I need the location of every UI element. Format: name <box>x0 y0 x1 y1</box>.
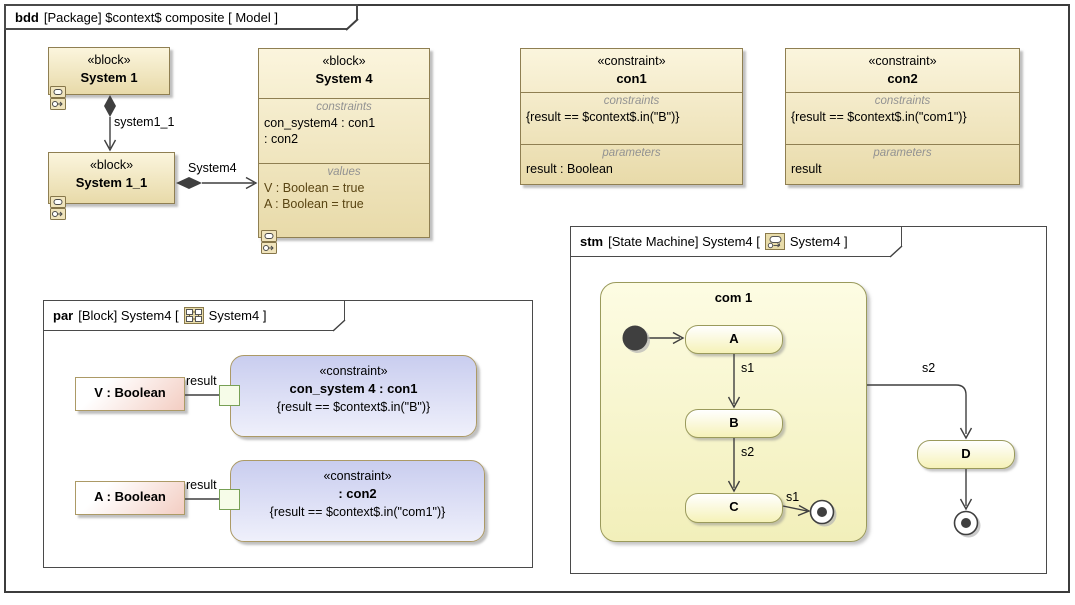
part-label: V : Boolean <box>94 385 166 400</box>
stm-frame-context: System4 ] <box>789 234 848 249</box>
block-name: System 1_1 <box>75 175 148 190</box>
parameter-text: result : Boolean <box>526 162 613 176</box>
parameter-port-result-2[interactable] <box>219 489 240 510</box>
state-d[interactable]: D <box>917 440 1015 469</box>
compartment-label: parameters <box>873 147 932 159</box>
transition-label-s1-c-final[interactable]: s1 <box>786 490 800 504</box>
block-system1-1[interactable]: «block» System 1_1 <box>48 152 175 204</box>
diagram-shortcut-icon <box>50 208 66 220</box>
binding-label-result-1[interactable]: result <box>186 374 217 388</box>
state-name: B <box>729 415 739 430</box>
parametric-diagram-icon <box>184 307 204 324</box>
block-name: con1 <box>616 71 647 86</box>
constraint-expression: {result == $context$.in("com1")} <box>269 505 446 519</box>
parameters-compartment: parameters result : Boolean <box>521 144 742 188</box>
compartment-label: parameters <box>602 147 661 159</box>
part-a-boolean[interactable]: A : Boolean <box>75 481 185 515</box>
constraint-property-text: : con2 <box>264 132 299 146</box>
block-stereotype: «block» <box>89 158 134 172</box>
constraint-name: : con2 <box>338 486 377 501</box>
parameters-compartment: parameters result <box>786 144 1019 188</box>
stm-frame-title: [State Machine] System4 [ <box>608 234 760 249</box>
statemachine-diagram-icon <box>765 233 785 250</box>
system4-diagram-icons[interactable] <box>261 230 277 254</box>
statemachine-shortcut-icon <box>50 86 66 98</box>
diagram-shortcut-icon <box>50 98 66 110</box>
value-property-text: V : Boolean = true <box>264 181 365 195</box>
constraint-expression: {result == $context$.in("B")} <box>276 400 431 414</box>
state-name: com 1 <box>714 290 753 305</box>
bdd-frame-kind: bdd <box>15 9 39 25</box>
constraint-property-con-system4[interactable]: «constraint» con_system 4 : con1 {result… <box>230 355 477 437</box>
bdd-frame <box>4 4 1070 593</box>
association-label-system4[interactable]: System4 <box>188 161 237 175</box>
transition-label-s1-a-b[interactable]: s1 <box>741 361 755 375</box>
compartment-label: values <box>327 166 361 178</box>
state-name: D <box>961 446 971 461</box>
diagram-shortcut-icon <box>261 242 277 254</box>
part-v-boolean[interactable]: V : Boolean <box>75 377 185 411</box>
compartment-label: constraints <box>316 101 372 113</box>
bdd-frame-title: [Package] $context$ composite [ Model ] <box>43 9 278 25</box>
constraint-expression: {result == $context$.in("com1")} <box>791 110 967 124</box>
block-name: System 4 <box>315 71 373 86</box>
stm-frame-kind: stm <box>580 234 604 249</box>
values-compartment: values V : Boolean = true A : Boolean = … <box>259 163 429 241</box>
block-system4[interactable]: «block» System 4 constraints con_system4… <box>258 48 430 238</box>
constraint-block-con2[interactable]: «constraint» con2 constraints {result ==… <box>785 48 1020 185</box>
transition-label-s2-com1-d[interactable]: s2 <box>922 361 936 375</box>
state-name: A <box>729 331 739 346</box>
constraints-compartment: constraints {result == $context$.in("B")… <box>521 92 742 144</box>
constraint-expression: {result == $context$.in("B")} <box>526 110 680 124</box>
par-frame-tab[interactable]: par [Block] System4 [ System4 ] <box>43 300 345 331</box>
par-frame-context: System4 ] <box>208 308 267 323</box>
constraint-name: con_system 4 : con1 <box>289 381 418 396</box>
statemachine-shortcut-icon <box>261 230 277 242</box>
state-name: C <box>729 499 739 514</box>
binding-label-result-2[interactable]: result <box>186 478 217 492</box>
constraint-block-con1[interactable]: «constraint» con1 constraints {result ==… <box>520 48 743 185</box>
par-frame-kind: par <box>53 308 74 323</box>
compartment-label: constraints <box>603 95 660 107</box>
block-system1[interactable]: «block» System 1 <box>48 47 170 95</box>
value-property-text: A : Boolean = true <box>264 197 364 211</box>
constraints-compartment: constraints {result == $context$.in("com… <box>786 92 1019 144</box>
system1-1-diagram-icons[interactable] <box>50 196 66 220</box>
constraints-compartment: constraints con_system4 : con1 : con2 <box>259 98 429 163</box>
block-stereotype: «block» <box>87 53 131 67</box>
constraint-stereotype: «constraint» <box>323 469 392 483</box>
par-frame-title: [Block] System4 [ <box>78 308 179 323</box>
constraint-property-text: con_system4 : con1 <box>264 116 376 130</box>
state-c[interactable]: C <box>685 493 783 523</box>
constraint-property-con2[interactable]: «constraint» : con2 {result == $context$… <box>230 460 485 542</box>
transition-label-s2-b-c[interactable]: s2 <box>741 445 755 459</box>
stm-frame-tab[interactable]: stm [State Machine] System4 [ System4 ] <box>570 226 902 257</box>
statemachine-shortcut-icon <box>50 196 66 208</box>
bdd-frame-tab[interactable]: bdd [Package] $context$ composite [ Mode… <box>4 4 358 30</box>
constraint-stereotype: «constraint» <box>319 364 388 378</box>
parameter-text: result <box>791 162 822 176</box>
block-stereotype: «constraint» <box>597 54 666 68</box>
state-b[interactable]: B <box>685 409 783 438</box>
system1-diagram-icons[interactable] <box>50 86 66 110</box>
block-stereotype: «block» <box>322 54 366 68</box>
state-a[interactable]: A <box>685 325 783 354</box>
block-stereotype: «constraint» <box>868 54 937 68</box>
association-label-system1-1[interactable]: system1_1 <box>114 115 175 129</box>
part-label: A : Boolean <box>94 489 166 504</box>
block-name: System 1 <box>80 70 138 85</box>
parameter-port-result-1[interactable] <box>219 385 240 406</box>
compartment-label: constraints <box>874 95 931 107</box>
block-name: con2 <box>887 71 918 86</box>
